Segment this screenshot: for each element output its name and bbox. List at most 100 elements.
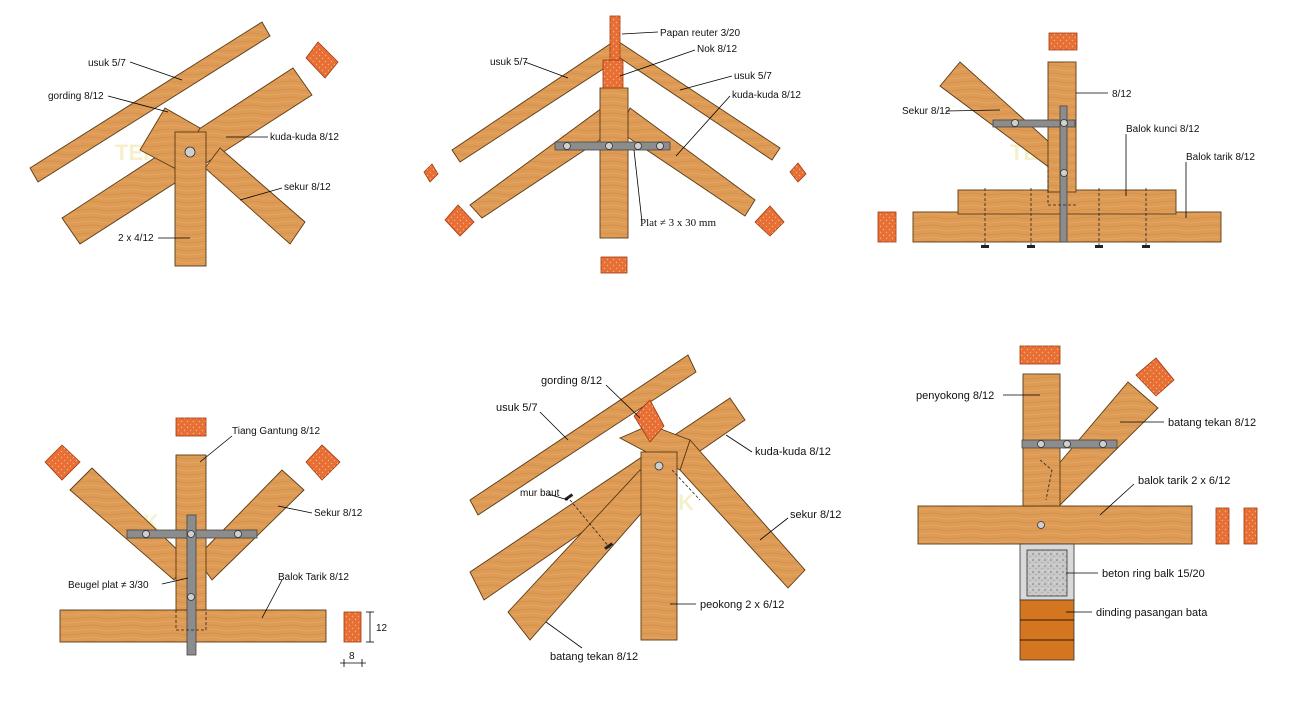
usuk-rafter — [469, 354, 697, 516]
leader-line — [545, 621, 583, 649]
leader-line — [129, 61, 183, 81]
leader-line — [539, 411, 569, 441]
label-usuk: usuk 5/7 — [496, 402, 538, 414]
leader-line — [633, 149, 643, 223]
sekur-brace — [939, 61, 1059, 169]
leader-line — [619, 49, 696, 77]
label-beugel: Beugel plat ≠ 3/30 — [68, 580, 149, 591]
label-kuda-kuda: kuda-kuda 8/12 — [270, 132, 339, 143]
leader-line — [524, 61, 569, 79]
brick-hatch — [44, 444, 81, 481]
panel-1-gording-joint: TEK usuk 5/7 gording 8/12 kuda-kuda 8/12… — [29, 21, 339, 267]
bolt-icon — [654, 461, 664, 471]
dimension-width: 8 — [349, 651, 355, 662]
leader-line — [725, 434, 753, 453]
label-penyokong: penyokong 8/12 — [916, 390, 994, 402]
label-balok-tarik: Balok tarik 8/12 — [1186, 152, 1255, 163]
nok-hatch — [602, 59, 624, 89]
brick-hatch — [1243, 507, 1258, 545]
brick-hatch — [877, 211, 897, 243]
panel-3-balok-kunci: TEK 8/12 Sekur 8/12 Balok kunci 8/12 Bal… — [877, 32, 1255, 248]
label-peokong: peokong 2 x 6/12 — [700, 599, 784, 611]
bolt-icon — [656, 142, 664, 150]
sekur-right — [195, 469, 305, 581]
brick-hatch — [175, 417, 207, 437]
bolt-icon — [1011, 119, 1019, 127]
label-sekur: Sekur 8/12 — [902, 106, 951, 117]
bolt-icon — [187, 530, 195, 538]
hidden-bolt — [671, 469, 701, 501]
bolt-icon — [1063, 440, 1071, 448]
hidden-bolt — [569, 499, 611, 549]
brick-hatch — [754, 205, 785, 237]
label-usuk: usuk 5/7 — [88, 58, 126, 69]
label-balok-tarik: balok tarik 2 x 6/12 — [1138, 475, 1230, 487]
bolt-icon — [563, 142, 571, 150]
dimension-height: 12 — [376, 623, 388, 634]
leader-line — [759, 517, 789, 541]
label-gording: gording 8/12 — [48, 91, 104, 102]
label-gording: gording 8/12 — [541, 375, 602, 387]
label-usuk-right: usuk 5/7 — [734, 71, 772, 82]
nut-icon — [564, 493, 574, 501]
panel-4-tiang-gantung: TEK 12 8 Tiang Gantung 8/12 Sekur 8/12 B… — [44, 417, 388, 667]
bolt-icon — [1060, 169, 1068, 177]
label-kuda-kuda: kuda-kuda 8/12 — [732, 90, 801, 101]
leader-line — [161, 577, 189, 585]
bolt-icon — [234, 530, 242, 538]
label-nok: Nok 8/12 — [697, 44, 737, 55]
label-sekur: Sekur 8/12 — [314, 508, 363, 519]
leader-line — [261, 579, 283, 619]
label-plat: Plat ≠ 3 x 30 mm — [640, 217, 716, 229]
gording-hatch — [633, 399, 665, 443]
leader-line — [199, 435, 233, 463]
usuk-rafter — [29, 21, 271, 183]
papan-reuter — [609, 15, 621, 61]
masonry-wall — [1019, 599, 1075, 661]
bolt-icon — [142, 530, 150, 538]
label-batang-tekan: batang tekan 8/12 — [1168, 417, 1256, 429]
label-usuk-left: usuk 5/7 — [490, 57, 528, 68]
concrete-core — [1026, 549, 1068, 597]
hidden-tenon — [175, 610, 207, 631]
nut-icon — [981, 245, 989, 248]
brick-hatch — [1135, 357, 1175, 397]
brick-hatch — [305, 444, 341, 481]
label-balok-tarik: Balok Tarik 8/12 — [278, 572, 349, 583]
leader-line — [547, 493, 569, 501]
leader-line — [675, 95, 731, 157]
sekur-left — [69, 467, 189, 581]
label-sekur: sekur 8/12 — [284, 182, 331, 193]
label-mur-baut: mur baut — [520, 488, 560, 499]
bolt-icon — [1037, 440, 1045, 448]
hidden-tenon — [1047, 165, 1076, 206]
label-dinding: dinding pasangan bata — [1096, 607, 1208, 619]
bolt-icon — [187, 593, 195, 601]
bolt-icon — [184, 146, 196, 158]
label-balok-kunci: Balok kunci 8/12 — [1126, 124, 1200, 135]
panel-6-ring-balk-joint: TEK penyokong 8/12 batang tekan 8/12 bal… — [916, 345, 1258, 661]
brick-hatch — [423, 163, 439, 183]
label-ring-balk: beton ring balk 15/20 — [1102, 568, 1205, 580]
bolt-icon — [1060, 119, 1068, 127]
brick-hatch — [1048, 32, 1078, 51]
brick-hatch — [789, 162, 807, 183]
label-8-12: 8/12 — [1112, 89, 1132, 100]
panel-5-peokong-joint: TEK gording 8/12 usuk 5/7 kuda-kuda 8/12… — [469, 354, 841, 663]
panel-2-ridge-joint: TEK Papan reuter 3/20 Nok 8/12 usuk 5/7 … — [423, 15, 807, 274]
bolt-icon — [1099, 440, 1107, 448]
leader-line — [945, 109, 1001, 112]
label-batang-tekan: batang tekan 8/12 — [550, 651, 638, 663]
label-papan-reuter: Papan reuter 3/20 — [660, 28, 740, 39]
steel-strap — [186, 514, 197, 656]
brick-hatch — [600, 256, 628, 274]
balok-tarik — [917, 505, 1193, 545]
peokong-post — [640, 451, 678, 641]
label-kuda-kuda: kuda-kuda 8/12 — [755, 446, 831, 458]
nut-icon — [1095, 245, 1103, 248]
nut-icon — [1142, 245, 1150, 248]
leader-line — [107, 95, 169, 113]
leader-line — [605, 384, 641, 419]
hidden-tenon — [1039, 459, 1053, 501]
